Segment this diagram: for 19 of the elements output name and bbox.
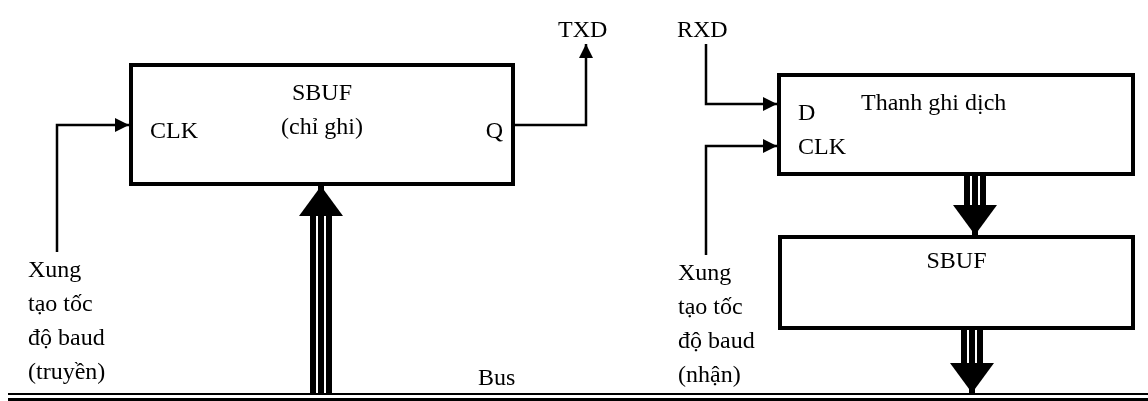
register-box [129, 63, 515, 186]
arrow [55, 118, 129, 252]
register-title: SBUF [925, 246, 988, 275]
arrow [704, 139, 777, 255]
arrow [704, 44, 777, 111]
arrow [515, 44, 593, 127]
signal-label: Xung tạo tốc độ baud (nhận) [678, 258, 756, 389]
register-title: SBUF (chỉ ghi) [280, 78, 364, 141]
pin-label: Q [485, 116, 503, 145]
pin-label: CLK [798, 132, 846, 161]
pin-label: D [798, 98, 816, 127]
signal-label: TXD [558, 15, 608, 44]
pin-label: CLK [150, 116, 198, 145]
bus-label: Bus [478, 363, 516, 392]
register-title: Thanh ghi dịch [861, 88, 1007, 117]
shift-register-box [777, 73, 1135, 176]
buffer-box [778, 235, 1135, 330]
signal-label: Xung tạo tốc độ baud (truyền) [28, 255, 107, 386]
signal-label: RXD [677, 15, 728, 44]
